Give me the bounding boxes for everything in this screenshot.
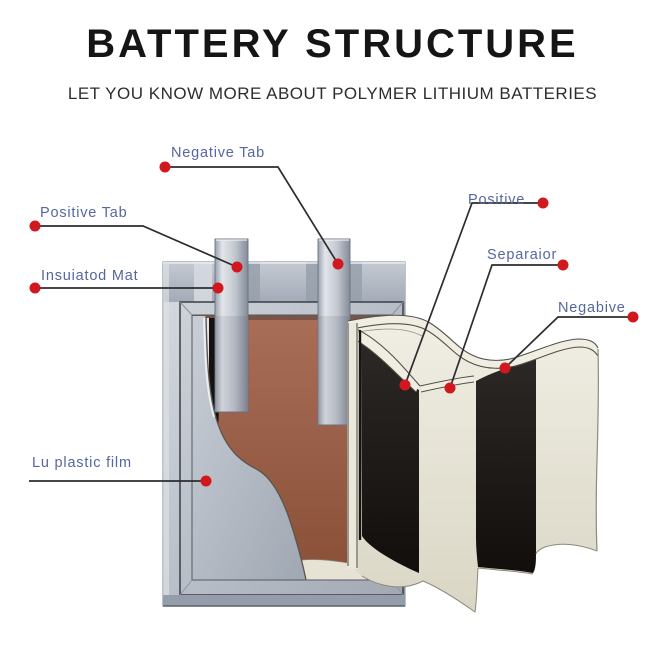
callout-dot — [29, 220, 41, 232]
callout-line-positive — [404, 202, 543, 386]
stack-bottom-edge — [361, 567, 479, 613]
callout-dot — [557, 259, 569, 271]
opening-top-shadow — [192, 315, 392, 320]
stack-left-edge — [347, 323, 358, 569]
separator-rim-top — [348, 315, 598, 369]
pouch-left-highlight — [163, 262, 169, 606]
electrode-layer-stack — [346, 314, 600, 613]
pouch-top-seam — [350, 262, 362, 302]
rim-line — [347, 314, 599, 361]
callout-lines — [29, 166, 633, 482]
rim-line — [347, 323, 599, 369]
callout-dot — [499, 362, 511, 374]
stack-bottom-edge — [477, 567, 534, 575]
pouch-bottom-band — [163, 595, 405, 606]
page-title: BATTERY STRUCTURE — [86, 22, 579, 66]
negative-electrode-sheet — [476, 357, 536, 573]
label-positive: Positive — [468, 192, 526, 208]
label-negative-tab: Negative Tab — [171, 145, 265, 161]
alu-plastic-film — [192, 316, 306, 580]
callout-dot — [399, 379, 411, 391]
label-negative: Negabive — [558, 300, 626, 316]
callout-dot — [212, 282, 224, 294]
stack-right-edge — [595, 348, 600, 552]
label-positive-tab: Positive Tab — [40, 205, 128, 221]
pouch-top-highlight — [194, 262, 212, 302]
page-subtitle: LET YOU KNOW MORE ABOUT POLYMER LITHIUM … — [67, 84, 598, 103]
callout-line-separator — [449, 264, 563, 389]
label-alu-plastic-film: Lu plastic film — [32, 455, 132, 471]
callout-dot — [332, 258, 344, 270]
callout-dot — [537, 197, 549, 209]
pouch-top-seam — [246, 262, 260, 302]
film-edge-highlight — [203, 317, 215, 418]
pouch-top-seam — [306, 262, 318, 302]
callout-dot — [231, 261, 243, 273]
callout-line-negative — [504, 316, 633, 369]
callout-line-positive-tab — [35, 225, 238, 268]
film-edge-line — [205, 315, 307, 581]
callout-dot — [29, 282, 41, 294]
callout-dot — [200, 475, 212, 487]
separator-rim-front — [347, 326, 419, 392]
callout-line-negative-tab — [165, 166, 339, 265]
rim-line — [419, 375, 475, 387]
stack-bottom-edge — [535, 543, 598, 555]
label-insulated-mat: Insuiatod Mat — [41, 268, 139, 284]
label-separator: Separaior — [487, 247, 558, 263]
callout-dots — [29, 161, 639, 487]
callout-dot — [444, 382, 456, 394]
callout-dot — [627, 311, 639, 323]
negative-tab-metal — [214, 238, 249, 413]
callout-dot — [159, 161, 171, 173]
positive-electrode-sheet — [361, 343, 419, 573]
